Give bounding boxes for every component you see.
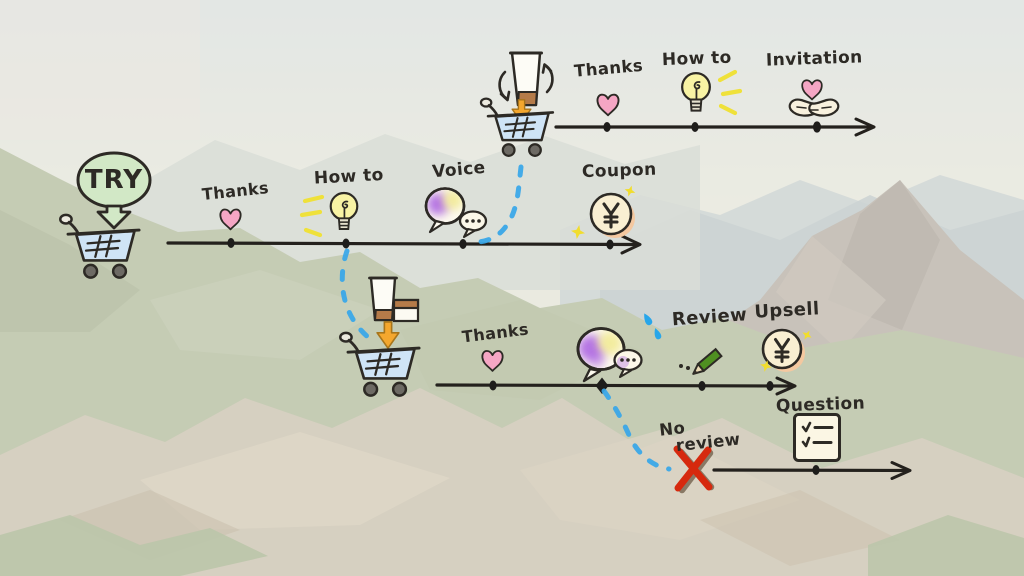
connector-to-no-review <box>601 388 672 472</box>
connector-howto-to-second-purchase <box>339 248 375 343</box>
rotate-arrows-icon <box>498 63 554 102</box>
heart-icon <box>481 349 504 372</box>
timeline-dot <box>606 239 614 250</box>
second-purchase-group <box>338 276 421 398</box>
timeline-second-purchase <box>435 376 797 396</box>
label-upsell: Upsell <box>753 298 821 323</box>
product-box-icon <box>392 298 420 323</box>
cart-icon <box>58 213 141 280</box>
pencil-icon <box>679 347 723 375</box>
label-invitation: Invitation <box>765 47 863 71</box>
small-speech-bubble-icon <box>458 210 488 239</box>
yen-coin-icon <box>758 327 815 374</box>
arrowhead-icon <box>854 117 876 137</box>
product-bottle-icon <box>498 51 554 107</box>
label-coupon: Coupon <box>581 159 657 183</box>
timeline-dot <box>698 381 706 391</box>
timeline-dot <box>459 239 467 249</box>
timeline-repeat-purchase <box>554 117 876 137</box>
speech-bubble-icon <box>576 327 626 383</box>
yen-coin-icon <box>569 183 638 241</box>
cart-icon <box>479 97 555 158</box>
cross-mark-icon <box>673 445 715 494</box>
water-drops-icon <box>644 313 662 340</box>
connector-voice-to-repeat-purchase <box>468 164 524 245</box>
sparkle-icon <box>622 183 638 199</box>
yen-symbol <box>602 202 620 229</box>
label-howto-first: How to <box>313 164 385 189</box>
try-speech-bubble <box>76 151 152 230</box>
yen-symbol <box>774 338 790 363</box>
timeline-dot <box>227 238 235 248</box>
try-start-group <box>58 151 152 280</box>
timeline-dot <box>603 122 611 132</box>
cart-icon <box>338 331 421 398</box>
down-arrow-icon <box>376 321 400 350</box>
timeline-dot <box>766 381 774 391</box>
timeline-dot <box>691 122 699 132</box>
arrowhead-icon <box>620 234 642 255</box>
repeat-purchase-group <box>479 51 555 158</box>
timeline-dot <box>813 121 821 133</box>
hands-heart-icon <box>788 79 840 117</box>
light-rays-icon <box>717 69 743 116</box>
sparkle-icon <box>569 223 587 241</box>
label-try: TRY <box>84 165 144 195</box>
timeline-first-purchase <box>166 234 642 255</box>
lightbulb-icon <box>681 71 711 112</box>
timeline-dot <box>812 465 820 475</box>
timeline-dot <box>342 238 350 249</box>
timeline-no-review-branch <box>712 461 912 480</box>
arrowhead-icon <box>890 461 912 480</box>
speech-bubble-icon <box>424 187 466 234</box>
product-tube-icon <box>368 276 398 322</box>
timeline-dot <box>489 380 497 391</box>
lightbulb-icon <box>329 191 359 231</box>
arrowhead-icon <box>775 376 797 396</box>
heart-icon <box>596 93 620 117</box>
checklist-icon <box>793 413 841 462</box>
light-rays-icon <box>299 194 325 238</box>
heart-icon <box>219 208 242 231</box>
small-speech-bubble-icon <box>613 348 643 379</box>
label-howto-repeat: How to <box>661 47 733 71</box>
label-question: Question <box>775 393 866 417</box>
sparkle-icon <box>799 327 815 343</box>
